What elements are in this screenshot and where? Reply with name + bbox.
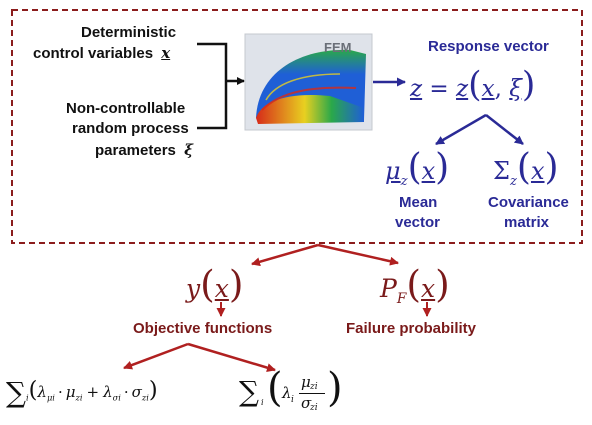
covariance-sigma: Σ [493,157,510,185]
fem-label: FEM [324,40,352,55]
weighted-sum-formula: ∑i(λμi·μzi+λσi·σzi) [6,376,158,409]
formula2-numerator-sub: zi [310,382,318,392]
objective-functions-label: Objective functions [133,320,273,337]
mean-mu: μ [385,157,401,185]
mean-vector-formula: μz(x) [385,147,450,189]
covariance-sub: z [509,173,517,189]
formula1-dot2: · [123,383,129,401]
input-connector-top [197,42,228,81]
formula2-sum: ∑ [239,375,259,408]
formula1-dot1: · [57,383,63,401]
mean-label-line1: Mean [399,194,438,211]
covariance-formula: Σz(x) [493,147,559,189]
response-z: z [410,76,423,102]
failure-probability-formula: PF(x) [380,262,450,308]
response-xi: ξ [509,76,522,102]
random-label-line2: random process [72,120,189,137]
random-label-line1: Non-controllable [66,100,186,117]
formula1-sigma: σ [131,383,142,401]
to-failure-arrow [317,243,399,266]
formula1-lambda-mu-sub: μi [46,392,55,403]
formula2-denominator-sub: zi [310,403,318,413]
failure-sub: F [396,291,407,308]
formula2-numerator: μ [301,373,311,391]
deterministic-label-line2: control variables x [33,44,170,63]
response-vector-title: Response vector [428,38,549,55]
to-formula2-arrow [187,342,276,373]
random-label-text: parameters [95,142,176,159]
formula1-sum: ∑ [6,376,26,409]
formula2-denominator: σ [301,394,312,412]
failure-probability-label: Failure probability [346,320,477,337]
mean-label-line2: vector [395,214,441,231]
mean-sub: z [400,173,408,189]
failure-arg: x [421,274,436,303]
covariance-label-line2: matrix [504,214,550,231]
formula1-lambda-sigma-sub: σi [112,392,121,403]
formula1-lambda-mu: λ [37,383,47,401]
objective-arg: x [214,274,229,303]
deterministic-symbol: x [161,44,171,62]
formula2-i: i [261,397,264,407]
objective-function-formula: y(x) [186,262,244,306]
response-vector-formula: z = z(x, ξ) [410,65,536,105]
dashed-boundary [11,9,583,244]
response-x: x [481,76,495,102]
formula2-lambda: λ [282,384,292,402]
random-symbol: ξ [184,141,193,159]
formula1-i: i [26,392,29,403]
to-objective-arrow [251,243,319,267]
formula1-mu-sub: zi [75,392,83,403]
random-label-line3: parameters ξ [95,141,193,160]
failure-P: P [380,274,397,303]
formula2-lambda-sub: i [291,395,294,405]
formula2-fraction-bar [299,393,325,394]
covariance-arg: x [530,157,545,185]
input-connector-bottom [197,81,228,130]
response-z-fn: z [456,76,469,102]
mean-arg: x [421,157,436,185]
formula1-plus: + [86,383,100,401]
formula1-mu: μ [65,383,76,401]
deterministic-label-line1: Deterministic [81,24,177,41]
formula1-sigma-sub: zi [141,392,149,403]
covariance-label-line1: Covariance [488,194,569,211]
response-to-mean-arrow [435,113,487,146]
fem-model-image [244,33,373,131]
deterministic-label-text: control variables [33,45,154,62]
formula1-lambda-sigma: λ [103,383,113,401]
to-formula1-arrow [123,342,189,370]
response-to-covariance-arrow [485,114,524,145]
objective-y: y [186,274,201,303]
